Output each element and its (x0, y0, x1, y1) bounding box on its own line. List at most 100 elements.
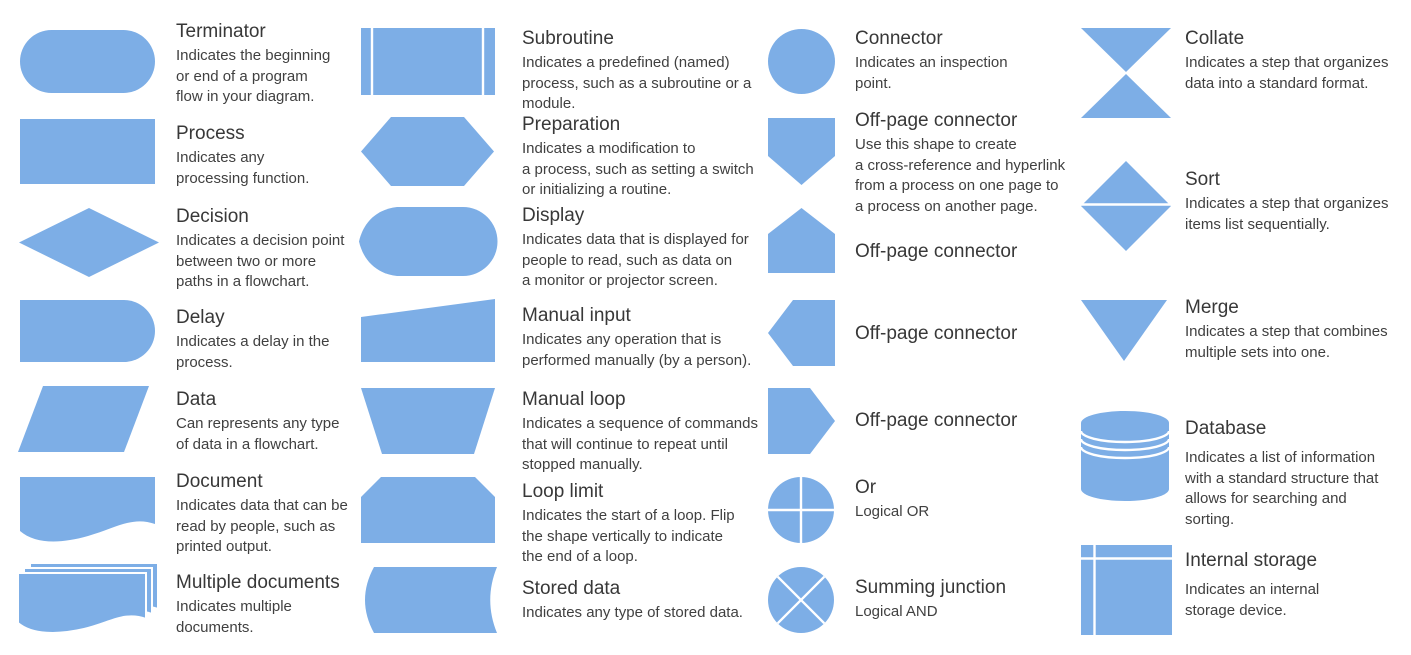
subroutine-shape-icon (361, 28, 495, 95)
database-shape-icon (1081, 411, 1169, 501)
item-title: Off-page connector (855, 110, 1018, 131)
legend-item-process: Process Indicates any processing functio… (176, 122, 376, 189)
legend-item-preparation: Preparation Indicates a modification to … (522, 113, 782, 201)
item-description: Indicates a delay in the process. (176, 333, 330, 371)
decision-shape-icon (19, 208, 159, 277)
item-description: Indicates a step that organizes data int… (1185, 54, 1389, 92)
legend-item-internal-storage: Internal storage Indicates an internal s… (1185, 549, 1411, 621)
delay-shape-icon (20, 300, 155, 362)
item-title: Delay (176, 307, 225, 328)
manual-loop-shape-icon (361, 388, 495, 454)
item-description: Indicates the beginning or end of a prog… (176, 47, 331, 105)
item-description: Indicates a step that combines multiple … (1185, 323, 1388, 361)
document-shape-icon (20, 477, 155, 545)
legend-item-manual-input: Manual input Indicates any operation tha… (522, 304, 782, 371)
item-description: Indicates multiple documents. (176, 598, 292, 636)
multiple-documents-shape-icon (18, 563, 158, 637)
off-page-connector-right-icon (768, 388, 835, 454)
item-title: Subroutine (522, 28, 614, 49)
legend-item-loop-limit: Loop limit Indicates the start of a loop… (522, 480, 782, 568)
item-title: Summing junction (855, 577, 1007, 598)
item-title: Preparation (522, 114, 621, 135)
merge-shape-icon (1081, 300, 1167, 361)
legend-item-sort: Sort Indicates a step that organizes ite… (1185, 168, 1411, 235)
item-title: Database (1185, 418, 1267, 439)
item-title: Off-page connector (855, 323, 1018, 344)
item-description: Indicates an inspection point. (855, 54, 1008, 92)
legend-item-collate: Collate Indicates a step that organizes … (1185, 27, 1411, 94)
legend-item-off-page-connector-up: Off-page connector (855, 240, 1090, 266)
item-title: Off-page connector (855, 241, 1018, 262)
item-title: Loop limit (522, 481, 604, 502)
manual-input-shape-icon (361, 299, 495, 362)
internal-storage-shape-icon (1081, 545, 1172, 635)
item-title: Terminator (176, 21, 266, 42)
item-title: Collate (1185, 28, 1245, 49)
item-title: Sort (1185, 169, 1220, 190)
item-title: Merge (1185, 297, 1239, 318)
off-page-connector-up-icon (768, 208, 835, 273)
item-title: Internal storage (1185, 550, 1318, 571)
item-description: Indicates any type of stored data. (522, 604, 743, 621)
legend-item-manual-loop: Manual loop Indicates a sequence of comm… (522, 388, 792, 476)
item-description: Indicates data that can be read by peopl… (176, 497, 348, 555)
legend-item-data: Data Can represents any type of data in … (176, 388, 376, 455)
preparation-shape-icon (361, 117, 494, 186)
data-shape-icon (18, 386, 149, 452)
process-shape-icon (20, 119, 155, 184)
off-page-connector-down-icon (768, 118, 835, 185)
item-description: Use this shape to create a cross-referen… (855, 136, 1066, 215)
item-description: Indicates a decision point between two o… (176, 232, 345, 290)
item-title: Multiple documents (176, 572, 340, 593)
legend-item-off-page-connector-down: Off-page connector Use this shape to cre… (855, 109, 1090, 217)
item-title: Decision (176, 206, 249, 227)
stored-data-shape-icon (361, 567, 497, 633)
item-title: Or (855, 477, 877, 498)
sort-shape-icon (1081, 161, 1171, 251)
connector-shape-icon (768, 29, 835, 94)
item-description: Indicates a sequence of commands that wi… (522, 415, 758, 473)
collate-shape-icon (1081, 28, 1171, 118)
display-shape-icon (359, 207, 498, 276)
legend-item-display: Display Indicates data that is displayed… (522, 204, 782, 292)
item-description: Logical OR (855, 503, 930, 520)
item-description: Indicates a step that organizes items li… (1185, 195, 1389, 233)
off-page-connector-left-icon (768, 300, 835, 366)
legend-item-subroutine: Subroutine Indicates a predefined (named… (522, 27, 782, 115)
legend-item-delay: Delay Indicates a delay in the process. (176, 306, 376, 373)
item-description: Can represents any type of data in a flo… (176, 415, 340, 453)
item-title: Stored data (522, 578, 621, 599)
item-description: Indicates the start of a loop. Flip the … (522, 507, 735, 565)
item-description: Indicates a list of information with a s… (1185, 449, 1379, 528)
terminator-shape-icon (20, 30, 155, 93)
item-description: Logical AND (855, 603, 938, 620)
legend-item-multiple-documents: Multiple documents Indicates multiple do… (176, 571, 386, 638)
legend-item-off-page-connector-right: Off-page connector (855, 409, 1090, 435)
summing-junction-shape-icon (768, 567, 834, 633)
item-title: Document (176, 471, 263, 492)
legend-item-decision: Decision Indicates a decision point betw… (176, 205, 376, 293)
legend-item-stored-data: Stored data Indicates any type of stored… (522, 577, 792, 624)
item-description: Indicates data that is displayed for peo… (522, 231, 749, 289)
item-title: Manual loop (522, 389, 626, 410)
legend-item-or: Or Logical OR (855, 476, 1090, 523)
item-description: Indicates any processing function. (176, 149, 310, 187)
item-title: Off-page connector (855, 410, 1018, 431)
item-description: Indicates a modification to a process, s… (522, 140, 754, 198)
item-title: Process (176, 123, 245, 144)
item-title: Display (522, 205, 585, 226)
item-description: Indicates any operation that is performe… (522, 331, 752, 369)
legend-item-summing-junction: Summing junction Logical AND (855, 576, 1090, 623)
legend-item-terminator: Terminator Indicates the beginning or en… (176, 20, 376, 108)
item-description: Indicates an internal storage device. (1185, 581, 1320, 619)
item-title: Manual input (522, 305, 631, 326)
item-title: Data (176, 389, 217, 410)
loop-limit-shape-icon (361, 477, 495, 543)
item-title: Connector (855, 28, 943, 49)
or-shape-icon (768, 477, 834, 543)
legend-item-document: Document Indicates data that can be read… (176, 470, 386, 558)
item-description: Indicates a predefined (named) process, … (522, 54, 752, 112)
legend-item-off-page-connector-left: Off-page connector (855, 322, 1090, 348)
legend-item-merge: Merge Indicates a step that combines mul… (1185, 296, 1411, 363)
